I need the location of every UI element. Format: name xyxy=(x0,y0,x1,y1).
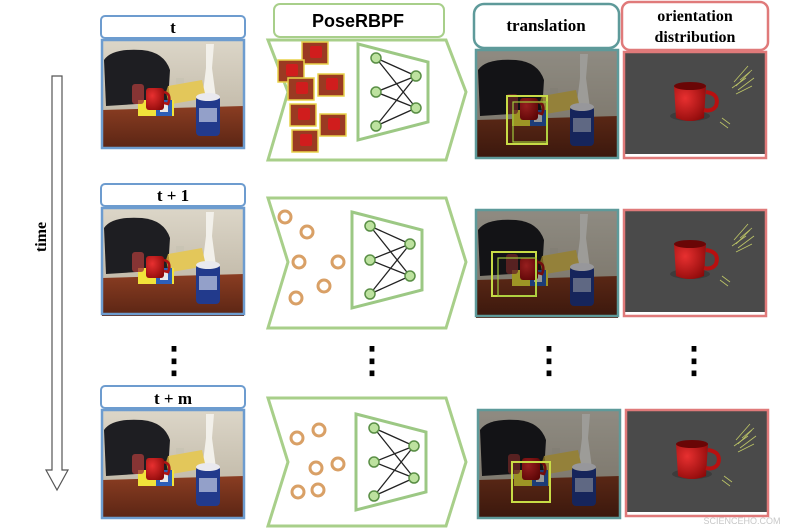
particles xyxy=(277,209,346,306)
filter-block xyxy=(265,38,468,162)
time-axis: time xyxy=(33,75,70,492)
translation-image xyxy=(474,48,620,160)
ellipsis: ⋮ xyxy=(676,340,712,380)
frame-label: t + 1 xyxy=(157,186,189,205)
frame-label-box xyxy=(100,15,246,39)
network-icon xyxy=(354,412,428,512)
rgb-frame-image xyxy=(100,206,246,318)
orientation-image xyxy=(622,50,768,160)
frame-label: t + m xyxy=(154,389,192,408)
network-icon xyxy=(356,42,430,142)
ellipsis: ⋮ xyxy=(531,340,567,380)
row-t: t PoseRBPF xyxy=(100,0,770,162)
network-icon xyxy=(350,210,424,310)
time-arrow xyxy=(44,75,70,492)
filter-block xyxy=(265,196,468,330)
rgb-frame-image xyxy=(100,408,246,520)
orientation-image xyxy=(622,208,768,318)
roi-crops xyxy=(277,41,347,153)
row-t-plus-1: t + 1 xyxy=(100,183,768,330)
frame-label-box xyxy=(100,183,246,207)
translation-image xyxy=(476,408,622,520)
rgb-frame-image xyxy=(100,38,246,150)
orientation-title-box xyxy=(620,0,770,52)
row-t-plus-m: t + m xyxy=(100,385,770,528)
ellipsis: ⋮ xyxy=(156,340,192,380)
particles xyxy=(289,422,346,500)
ellipsis: ⋮ xyxy=(354,340,390,380)
orientation-title-line2: distribution xyxy=(655,29,736,46)
filter-block xyxy=(265,396,468,528)
orientation-title-line1: orientation xyxy=(657,8,733,25)
time-axis-label: time xyxy=(33,222,50,252)
frame-label: t xyxy=(170,18,176,37)
translation-image xyxy=(474,208,620,320)
orientation-image xyxy=(624,408,770,518)
frame-label-box xyxy=(100,385,246,409)
pose-rbpf-title-box xyxy=(273,3,445,38)
ellipsis-row: ⋮ ⋮ ⋮ ⋮ xyxy=(156,340,712,380)
translation-title-box xyxy=(472,2,621,50)
watermark: SCIENCEHO.COM xyxy=(703,516,780,526)
translation-title: translation xyxy=(506,16,586,35)
pose-rbpf-title: PoseRBPF xyxy=(312,11,404,31)
